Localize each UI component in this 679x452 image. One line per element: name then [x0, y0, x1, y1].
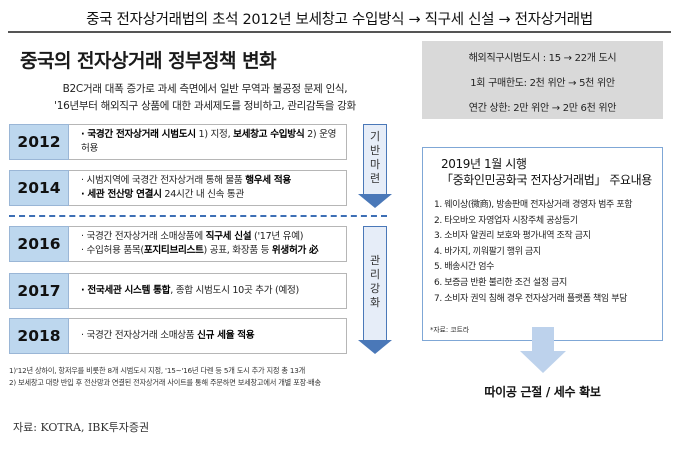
year-label: 2014: [9, 170, 69, 206]
page-title: 중국 전자상거래법의 초석 2012년 보세창고 수입방식 → 직구세 신설 →…: [86, 12, 593, 28]
list-item: 7. 소비자 권익 침해 경우 전자상거래 플랫폼 책임 부담: [434, 293, 627, 304]
footnote-2: 2) 보세창고 대량 반입 후 전산망과 연결된 전자상거래 사이트를 통해 주…: [9, 378, 321, 387]
arrow-shaft: [363, 226, 387, 340]
footnote-1: 1)'12년 상하이, 항저우를 비롯한 8개 시범도시 지정, '15~'16…: [9, 366, 306, 375]
year-label: 2017: [9, 273, 69, 309]
timeline-row-2012: 2012 · 국경간 전자상거래 시범도시 1) 지정, 보세창고 수입방식 2…: [9, 124, 347, 160]
timeline-row-2014: 2014 · 시범지역에 국경간 전자상거래 통해 물품 행우세 적용 · 세관…: [9, 170, 347, 206]
row-line: 허용: [81, 143, 99, 154]
law-source-note: *자료: 코트라: [430, 326, 470, 334]
law-title: 2019년 1월 시행 「중화인민공화국 전자상거래법」 주요내용: [441, 156, 652, 188]
law-title-line: 「중화인민공화국 전자상거래법」 주요내용: [441, 173, 652, 187]
list-item: 5. 배송시간 엄수: [434, 262, 494, 273]
description-line: '16년부터 해외직구 상품에 대한 과세제도를 정비하고, 관리감독을 강화: [54, 100, 356, 112]
year-label: 2016: [9, 226, 69, 262]
arrow-shaft: [363, 124, 387, 194]
title-divider: [8, 31, 671, 33]
policy-change-line: 1회 구매한도: 2천 위안 → 5천 위안: [470, 78, 615, 89]
row-line: · 국경간 전자상거래 소매상품 신규 세율 적용: [81, 330, 255, 341]
policy-change-line: 해외직구시범도시 : 15 → 22개 도시: [468, 53, 617, 64]
timeline-row-2016: 2016 · 국경간 전자상거래 소매상품에 직구세 신설 ('17년 유예) …: [9, 226, 347, 262]
list-item: 2. 타오바오 자영업자 시장주체 공상등기: [434, 215, 578, 226]
law-items-list: 1. 웨이상(微商), 방송판매 전자상거래 경영자 범주 포함 2. 타오바오…: [434, 198, 633, 307]
list-item: 6. 보증금 반환 불리한 조건 설정 금지: [434, 277, 567, 288]
arrow-head: [520, 351, 566, 373]
arrow-head: [358, 194, 392, 208]
row-line: · 전국세관 시스템 통합, 종합 시범도시 10곳 추가 (예정): [81, 285, 299, 296]
row-line: · 수입허용 품목(포지티브리스트) 공표, 화장품 등 위생허가 必: [81, 245, 319, 256]
row-line: · 국경간 전자상거래 소매상품에 직구세 신설 ('17년 유예): [81, 231, 304, 242]
row-line: · 시범지역에 국경간 전자상거래 통해 물품 행우세 적용: [81, 175, 291, 186]
row-text: · 국경간 전자상거래 시범도시 1) 지정, 보세창고 수입방식 2) 운영 …: [69, 124, 347, 160]
row-text: · 국경간 전자상거래 소매상품에 직구세 신설 ('17년 유예) · 수입허…: [69, 226, 347, 262]
conclusion-text: 따이공 근절 / 세수 확보: [484, 385, 601, 399]
timeline-row-2018: 2018 · 국경간 전자상거래 소매상품 신규 세율 적용: [9, 318, 347, 354]
source-note: 자료: KOTRA, IBK투자증권: [13, 421, 150, 434]
law-title-line: 2019년 1월 시행: [441, 157, 527, 171]
row-line: · 국경간 전자상거래 시범도시 1) 지정, 보세창고 수입방식 2) 운영: [81, 129, 337, 140]
section-title: 중국의 전자상거래 정부정책 변화: [20, 50, 277, 72]
year-label: 2012: [9, 124, 69, 160]
row-text: · 시범지역에 국경간 전자상거래 통해 물품 행우세 적용 · 세관 전산망 …: [69, 170, 347, 206]
section-description: B2C거래 대폭 증가로 과세 측면에서 일반 무역과 불공정 문제 인식, '…: [20, 81, 390, 115]
year-label: 2018: [9, 318, 69, 354]
row-text: · 국경간 전자상거래 소매상품 신규 세율 적용: [69, 318, 347, 354]
ecommerce-law-box: 2019년 1월 시행 「중화인민공화국 전자상거래법」 주요내용: [422, 147, 663, 341]
list-item: 4. 바가지, 끼워팔기 행위 금지: [434, 246, 541, 257]
policy-change-line: 연간 상한: 2만 위안 → 2만 6천 위안: [468, 103, 617, 114]
row-line: · 세관 전산망 연결시 24시간 내 신속 통관: [81, 189, 244, 200]
arrow-shaft: [532, 327, 554, 351]
timeline-row-2017: 2017 · 전국세관 시스템 통합, 종합 시범도시 10곳 추가 (예정): [9, 273, 347, 309]
description-line: B2C거래 대폭 증가로 과세 측면에서 일반 무역과 불공정 문제 인식,: [62, 83, 348, 95]
list-item: 1. 웨이상(微商), 방송판매 전자상거래 경영자 범주 포함: [434, 200, 633, 210]
policy-change-box: 해외직구시범도시 : 15 → 22개 도시 1회 구매한도: 2천 위안 → …: [422, 41, 663, 119]
arrow-head: [358, 340, 392, 354]
list-item: 3. 소비자 알권리 보호와 평가내역 조작 금지: [434, 231, 591, 242]
row-text: · 전국세관 시스템 통합, 종합 시범도시 10곳 추가 (예정): [69, 273, 347, 309]
down-arrow: [520, 327, 566, 375]
phase-divider: [9, 215, 387, 217]
